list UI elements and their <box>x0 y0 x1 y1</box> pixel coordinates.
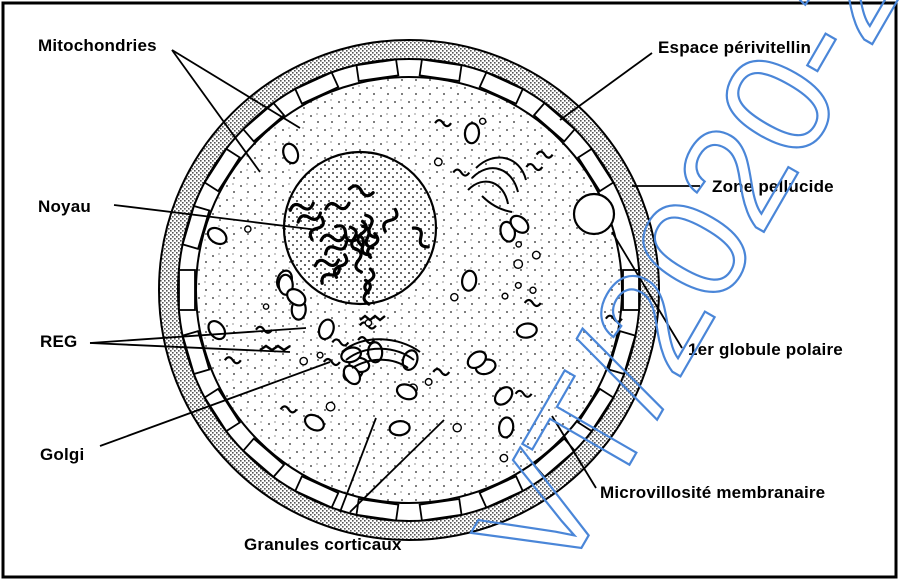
granule <box>263 304 268 309</box>
granule <box>326 402 335 411</box>
label-mitochondries: Mitochondries <box>38 36 157 55</box>
granule <box>317 352 323 358</box>
granule <box>451 294 458 301</box>
mitochondrion <box>389 420 410 436</box>
granule <box>245 226 251 232</box>
label-granules-corticaux: Granules corticaux <box>244 535 402 554</box>
granule <box>516 242 521 247</box>
granule <box>533 251 541 259</box>
label-golgi: Golgi <box>40 445 84 464</box>
label-reg: REG <box>40 332 77 351</box>
granule <box>425 379 432 386</box>
granule <box>300 357 307 364</box>
microvillus <box>179 270 195 310</box>
granule <box>530 287 536 293</box>
granule <box>502 293 508 299</box>
granule <box>435 158 442 165</box>
granule <box>514 260 523 269</box>
mitochondrion <box>464 123 480 144</box>
granule <box>515 283 521 289</box>
granule <box>480 118 486 124</box>
label-noyau: Noyau <box>38 197 91 216</box>
granule <box>453 424 461 432</box>
